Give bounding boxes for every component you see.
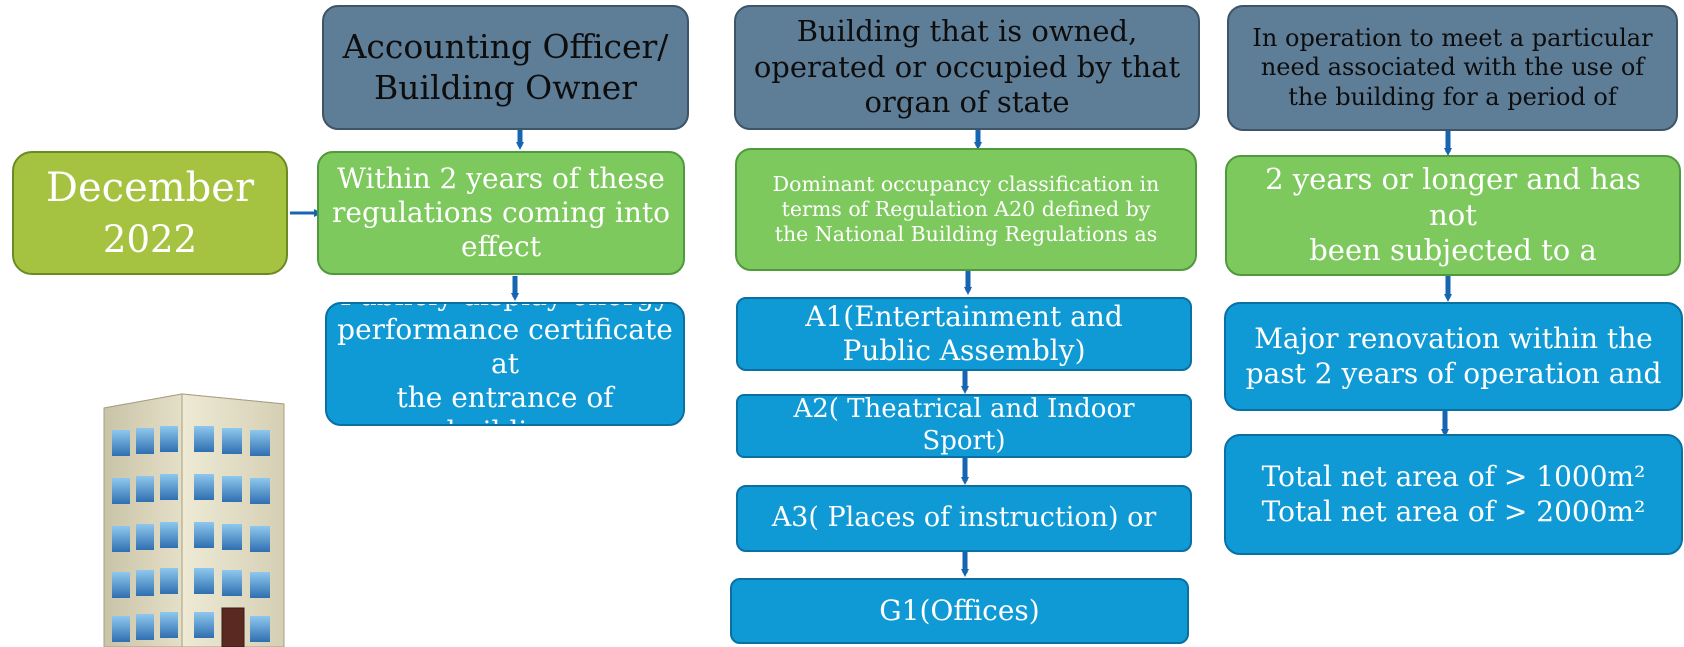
col1-action-line1: Publicly display energy xyxy=(340,304,670,313)
col2-classification-line3: the National Building Regulations as xyxy=(774,222,1158,246)
col2-item-a1-line1: A1(Entertainment and xyxy=(805,299,1123,333)
col2-header-line1: Building that is owned, xyxy=(796,14,1138,49)
col3-header: In operation to meet a particular need a… xyxy=(1227,5,1678,131)
col2-classification-box: Dominant occupancy classification in ter… xyxy=(735,148,1197,271)
col1-condition-line2: regulations coming into xyxy=(332,195,670,229)
col2-header-line2: operated or occupied by that xyxy=(753,49,1181,84)
col1-action-line3: the entrance of building xyxy=(396,381,614,424)
col3-renovation-box: Major renovation within the past 2 years… xyxy=(1224,302,1683,411)
col2-classification-line2: terms of Regulation A20 defined by xyxy=(781,197,1151,221)
col2-item-a3-line1: A3( Places of instruction) or xyxy=(771,502,1157,534)
date-month: December xyxy=(45,165,255,212)
col1-condition-line3: effect xyxy=(461,230,541,264)
col1-condition-box: Within 2 years of these regulations comi… xyxy=(317,151,685,275)
col2-item-a3: A3( Places of instruction) or xyxy=(736,485,1192,552)
building-icon xyxy=(103,393,285,647)
col2-header: Building that is owned, operated or occu… xyxy=(734,5,1200,130)
col1-header: Accounting Officer/ Building Owner xyxy=(322,5,689,130)
col2-item-a2-line1: A2( Theatrical and Indoor xyxy=(793,394,1135,425)
col3-area-box: Total net area of > 1000m² Total net are… xyxy=(1224,434,1683,555)
col2-item-g1-line1: G1(Offices) xyxy=(879,593,1040,627)
col3-header-line2: need associated with the use of xyxy=(1260,53,1645,82)
date-year: 2022 xyxy=(102,217,198,261)
col3-period-box: 2 years or longer and has not been subje… xyxy=(1225,155,1681,276)
col1-header-line2: Building Owner xyxy=(373,67,638,107)
col3-area-line1: Total net area of > 1000m² xyxy=(1261,460,1646,494)
col3-header-line3: the building for a period of xyxy=(1288,82,1617,111)
col2-item-a2-line2: Sport) xyxy=(922,426,1006,456)
col3-period-line2: been subjected to a xyxy=(1309,233,1597,268)
col2-item-a2: A2( Theatrical and Indoor Sport) xyxy=(736,394,1192,458)
col2-classification-line1: Dominant occupancy classification in xyxy=(772,172,1160,196)
col2-item-g1: G1(Offices) xyxy=(730,578,1189,644)
col2-item-a1-line2: Public Assembly) xyxy=(842,334,1086,367)
col3-header-line1: In operation to meet a particular xyxy=(1252,24,1653,53)
col1-action-line2: performance certificate at xyxy=(337,312,673,380)
col1-action-box: Publicly display energy performance cert… xyxy=(325,302,685,426)
col3-renovation-line1: Major renovation within the xyxy=(1254,322,1653,356)
col2-header-line3: organ of state xyxy=(864,85,1070,120)
col3-period-line1: 2 years or longer and has not xyxy=(1265,162,1641,232)
col2-item-a1: A1(Entertainment and Public Assembly) xyxy=(736,297,1192,371)
col1-header-line1: Accounting Officer/ xyxy=(342,27,669,67)
col3-area-line2: Total net area of > 2000m² xyxy=(1261,494,1646,528)
date-box: December 2022 xyxy=(12,151,288,275)
col3-renovation-line2: past 2 years of operation and xyxy=(1245,356,1662,390)
col1-condition-line1: Within 2 years of these xyxy=(337,161,665,195)
